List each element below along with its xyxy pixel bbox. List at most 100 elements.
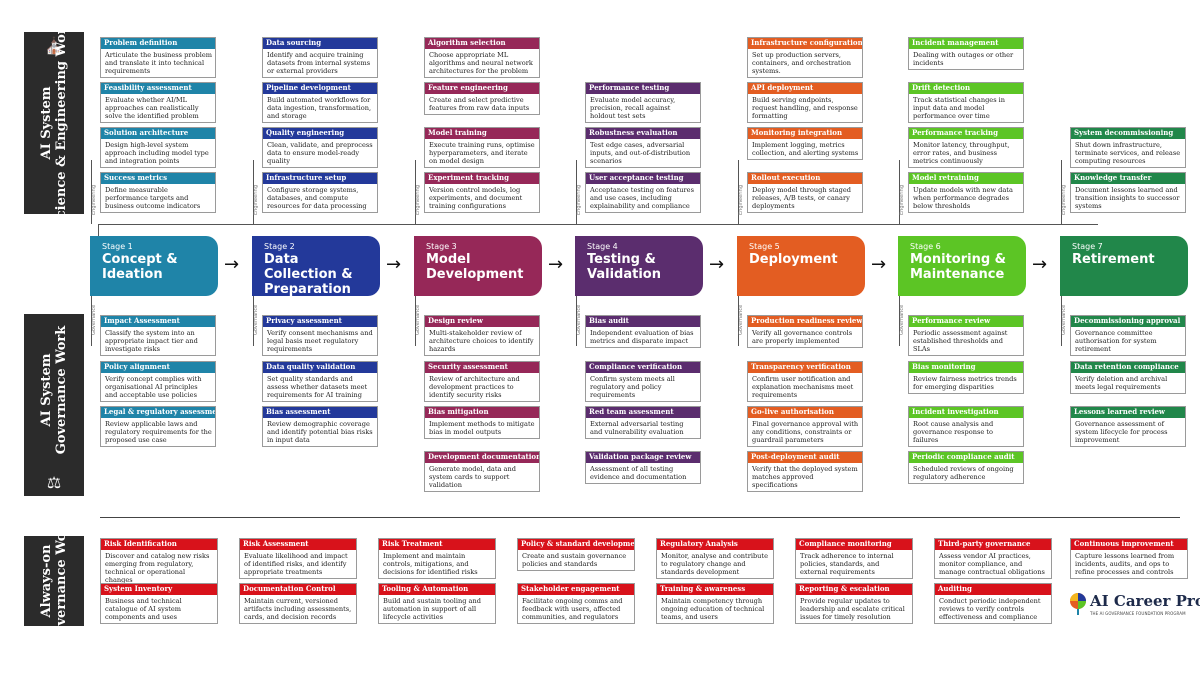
gavel-icon: ⚖: [46, 473, 62, 492]
stage-arrow-icon: →: [224, 254, 240, 275]
card-body: Define measurable performance targets an…: [105, 186, 201, 210]
governance-connector-label: Governance: [1061, 304, 1067, 335]
engineering-connector-label: Engineering: [91, 185, 97, 215]
card-title: Solution architecture: [101, 128, 215, 139]
logo-name: AI Career Pro: [1090, 592, 1200, 610]
engineering-connector: [415, 160, 416, 224]
card-body: Build and sustain tooling and automation…: [383, 597, 481, 621]
card-title: Policy alignment: [101, 362, 215, 373]
card-body: Review fairness metrics trends for emerg…: [913, 375, 1017, 391]
card-body: Clean, validate, and preprocess data to …: [267, 141, 373, 165]
card-title: Documentation Control: [240, 584, 356, 595]
card-title: Security assessment: [425, 362, 539, 373]
governance-connector-label: Governance: [899, 304, 905, 335]
card-title: Reporting & escalation: [796, 584, 912, 595]
card-title: Model retraining: [909, 173, 1023, 184]
card-title: Periodic compliance audit: [909, 452, 1023, 463]
card-body: Business and technical catalogue of AI s…: [105, 597, 182, 621]
card-body: Verify all governance controls are prope…: [752, 329, 853, 345]
card-body: Choose appropriate ML algorithms and neu…: [429, 51, 533, 75]
card-body: Assess vendor AI practices, monitor comp…: [939, 552, 1045, 576]
engineering-connector: [1061, 160, 1062, 224]
card-title: Validation package review: [586, 452, 700, 463]
stage-title: Testing & Validation: [587, 252, 661, 282]
card-body: Monitor latency, throughput, error rates…: [913, 141, 1010, 165]
card-title: Monitoring integration: [748, 128, 862, 139]
card-title: Data retention compliance: [1071, 362, 1185, 373]
stage-number: Stage 6: [910, 242, 941, 251]
card-body: Governance assessment of system lifecycl…: [1075, 420, 1168, 444]
stage-arrow-icon: →: [709, 254, 725, 275]
card-title: Pipeline development: [263, 83, 377, 94]
card-title: Quality engineering: [263, 128, 377, 139]
governance-connector: [899, 296, 900, 346]
card-body: Evaluate model accuracy, precision, reca…: [590, 96, 676, 120]
card-body: Discover and catalog new risks emerging …: [105, 552, 210, 584]
card-title: Risk Treatment: [379, 539, 495, 550]
card-body: Version control models, log experiments,…: [429, 186, 523, 210]
card-title: Feature engineering: [425, 83, 539, 94]
card-body: Track statistical changes in input data …: [913, 96, 1006, 120]
card-title: Incident investigation: [909, 407, 1023, 418]
factory-icon: ⛪: [44, 36, 64, 55]
stage-number: Stage 5: [749, 242, 780, 251]
card-body: Evaluate likelihood and impact of identi…: [244, 552, 348, 576]
card-body: Facilitate ongoing comms and feedback wi…: [522, 597, 623, 621]
card-title: Performance tracking: [909, 128, 1023, 139]
card-title: Infrastructure setup: [263, 173, 377, 184]
governance-connector-label: Governance: [738, 304, 744, 335]
card-body: Verify concept complies with organisatio…: [105, 375, 202, 399]
engineering-connector: [738, 160, 739, 224]
governance-connector-label: Governance: [576, 304, 582, 335]
card-body: Verify deletion and archival meets legal…: [1075, 375, 1168, 391]
card-body: Set up production servers, containers, a…: [752, 51, 852, 75]
card-body: Dealing with outages or other incidents: [913, 51, 1014, 67]
engineering-connector-label: Engineering: [738, 185, 744, 215]
governance-connector-label: Governance: [91, 304, 97, 335]
governance-connector: [415, 296, 416, 346]
governance-sidebar-label: AI System Governance Work: [39, 326, 69, 455]
card-title: Compliance verification: [586, 362, 700, 373]
always-on-sidebar-line1: Always-on: [39, 544, 54, 618]
card-body: Periodic assessment against established …: [913, 329, 1008, 353]
stage-title: Concept & Ideation: [102, 252, 178, 282]
card-body: Generate model, data and system cards to…: [429, 465, 516, 489]
card-title: Incident management: [909, 38, 1023, 49]
governance-connector-label: Governance: [415, 304, 421, 335]
governance-sidebar: AI System Governance Work ⚖: [24, 314, 84, 496]
card-title: Lessons learned review: [1071, 407, 1185, 418]
engineering-bus-line: [98, 224, 1098, 225]
always-on-sidebar-label: Always-on Governance Work: [39, 517, 69, 646]
card-body: Shut down infrastructure, terminate serv…: [1075, 141, 1181, 165]
engineering-bus-drop: [98, 224, 99, 236]
card-body: Track adherence to internal policies, st…: [800, 552, 894, 576]
card-title: Performance review: [909, 316, 1023, 327]
card-body: Evaluate whether AI/ML approaches can re…: [105, 96, 199, 120]
always-on-sidebar: Always-on Governance Work: [24, 517, 84, 645]
card-title: Continuous improvement: [1071, 539, 1187, 550]
card-title: Bias mitigation: [425, 407, 539, 418]
card-title: Training & awareness: [657, 584, 773, 595]
card-title: System Inventory: [101, 584, 217, 595]
